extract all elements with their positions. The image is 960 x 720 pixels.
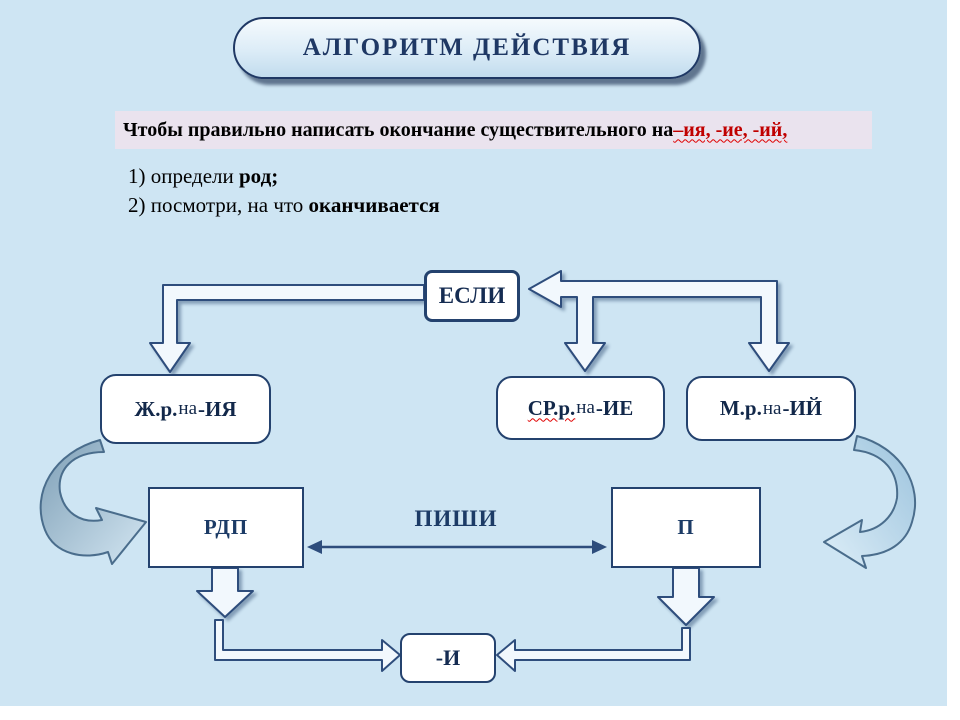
step-1: 1) определи род; bbox=[128, 162, 440, 191]
elbow-arrow-if-to-feminine bbox=[149, 284, 425, 373]
branch-neuter-connector-text: на bbox=[576, 397, 595, 418]
bottom-elbow-arrow-right bbox=[496, 627, 691, 672]
branch-feminine-connector-text: на bbox=[178, 398, 198, 419]
intro-box: Чтобы правильно написать окончание сущес… bbox=[115, 111, 872, 149]
node-case-p-label: П bbox=[677, 515, 695, 539]
pishi-arrowhead-right bbox=[592, 540, 607, 554]
node-case-p: П bbox=[611, 487, 761, 568]
node-final-ending-label: -И bbox=[435, 645, 461, 670]
intro-text: Чтобы правильно написать окончание сущес… bbox=[123, 118, 674, 141]
node-case-rdp: РДП bbox=[148, 487, 304, 568]
node-branch-masculine: М.р. на -ИЙ bbox=[686, 376, 856, 441]
branch-masculine-ending: -ИЙ bbox=[782, 396, 823, 420]
branch-masculine-gender: М.р. bbox=[719, 396, 762, 420]
branch-feminine-gender: Ж.р. bbox=[134, 396, 178, 421]
step-2-text: 2) посмотри, на что bbox=[128, 193, 309, 217]
swoosh-arrow-left bbox=[39, 439, 147, 565]
branch-neuter-gender: СР.р. bbox=[527, 395, 576, 420]
steps-list: 1) определи род; 2) посмотри, на что ока… bbox=[128, 162, 440, 220]
branch-masculine-connector-text: на bbox=[762, 397, 782, 419]
swoosh-arrow-right bbox=[823, 435, 917, 569]
step-2: 2) посмотри, на что оканчивается bbox=[128, 191, 440, 220]
branch-feminine-ending: -ИЯ bbox=[198, 396, 237, 421]
connector-arrows-right-branches bbox=[528, 270, 790, 372]
bottom-elbow-arrow-left bbox=[214, 619, 401, 672]
step-2-keyword: оканчивается bbox=[308, 193, 440, 217]
node-if: ЕСЛИ bbox=[424, 270, 520, 322]
node-case-rdp-label: РДП bbox=[203, 515, 249, 539]
node-branch-neuter: СР.р. на -ИЕ bbox=[496, 376, 665, 440]
slide: АЛГОРИТМ ДЕЙСТВИЯ Чтобы правильно написа… bbox=[0, 0, 947, 706]
intro-endings: –ия, -ие, -ий, bbox=[673, 118, 788, 141]
node-if-label: ЕСЛИ bbox=[438, 283, 506, 308]
down-arrow-below-rdp bbox=[196, 567, 254, 618]
step-1-text: 1) определи bbox=[128, 164, 239, 188]
write-label: ПИШИ bbox=[414, 506, 498, 531]
node-final-ending: -И bbox=[400, 633, 496, 683]
page-title: АЛГОРИТМ ДЕЙСТВИЯ bbox=[302, 34, 632, 61]
pishi-arrowhead-left bbox=[307, 540, 322, 554]
title-banner: АЛГОРИТМ ДЕЙСТВИЯ bbox=[233, 17, 701, 79]
down-arrow-below-p bbox=[657, 567, 715, 626]
branch-neuter-ending: -ИЕ bbox=[595, 395, 634, 420]
step-1-keyword: род; bbox=[239, 164, 279, 188]
node-branch-feminine: Ж.р. на -ИЯ bbox=[100, 374, 271, 444]
